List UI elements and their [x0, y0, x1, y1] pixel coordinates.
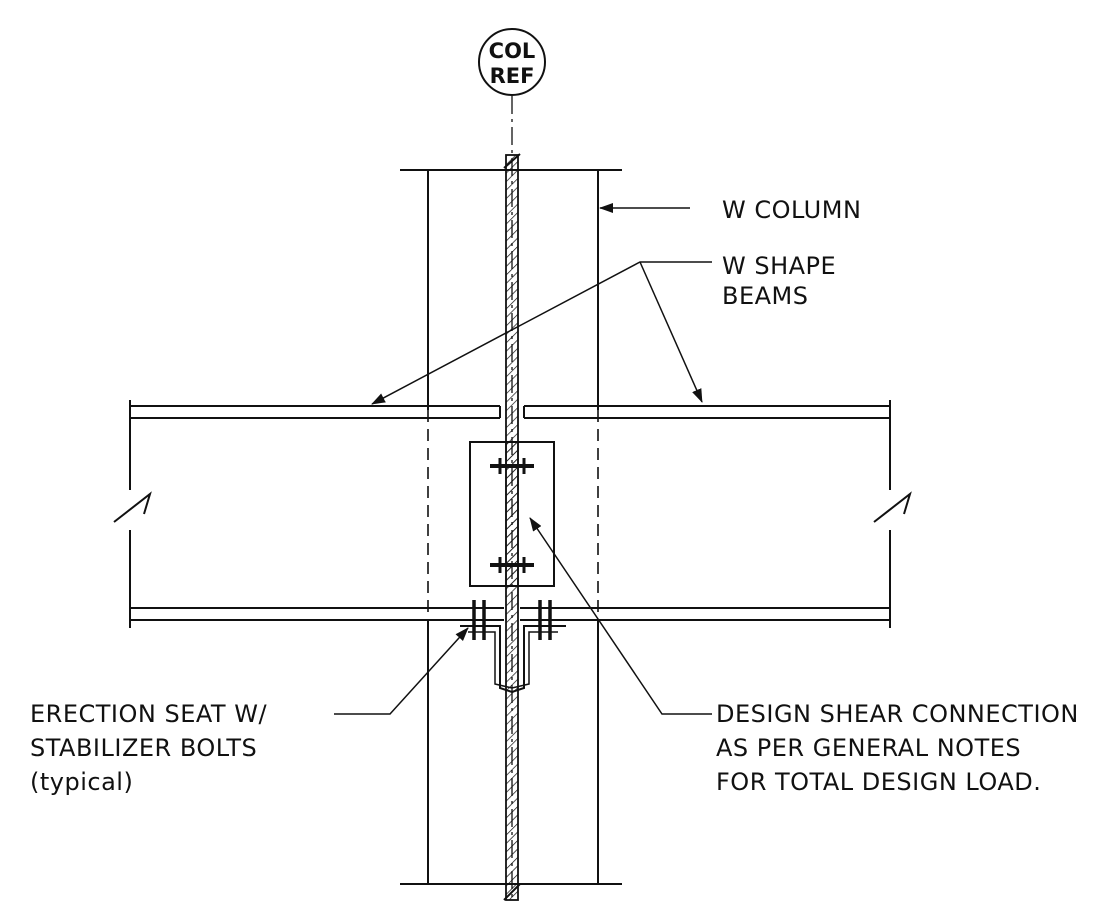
label-w-shape-beams-1: W SHAPE [722, 252, 836, 280]
w-column [400, 169, 622, 885]
left-beam-break-symbol [113, 491, 152, 523]
label-shear-connection-3: FOR TOTAL DESIGN LOAD. [716, 768, 1041, 796]
label-erection-seat-3: (typical) [30, 768, 133, 796]
shear-web-overlap [505, 441, 519, 587]
tag-line-1: COL [489, 39, 536, 63]
label-erection-seat-1: ERECTION SEAT W/ [30, 700, 267, 728]
leader-w-column: W COLUMN [599, 196, 861, 224]
leader-line-left [371, 261, 712, 405]
web-break-top [503, 153, 521, 169]
leader-line-right [639, 261, 703, 403]
column-reference-tag: COL REF [478, 28, 546, 96]
right-w-beam [520, 400, 912, 628]
seat-angle-outline [460, 625, 566, 694]
left-w-beam [113, 400, 504, 628]
seat-angle-inner [468, 631, 558, 689]
leader-line [529, 517, 712, 715]
leader-line [334, 627, 469, 715]
right-beam-break-symbol [873, 491, 912, 523]
label-shear-connection-2: AS PER GENERAL NOTES [716, 734, 1021, 762]
reference-bubble [478, 28, 546, 96]
leader-w-shape-beams: W SHAPE BEAMS [371, 252, 836, 405]
tag-line-2: REF [490, 64, 535, 88]
label-w-shape-beams-2: BEAMS [722, 282, 809, 310]
leader-shear-connection: DESIGN SHEAR CONNECTION AS PER GENERAL N… [529, 517, 1079, 796]
erection-seat [460, 600, 566, 694]
label-erection-seat-2: STABILIZER BOLTS [30, 734, 257, 762]
leader-erection-seat: ERECTION SEAT W/ STABILIZER BOLTS (typic… [30, 627, 469, 796]
shear-connection [469, 441, 555, 587]
web-break-bottom [503, 883, 521, 901]
label-w-column: W COLUMN [722, 196, 861, 224]
label-shear-connection-1: DESIGN SHEAR CONNECTION [716, 700, 1079, 728]
